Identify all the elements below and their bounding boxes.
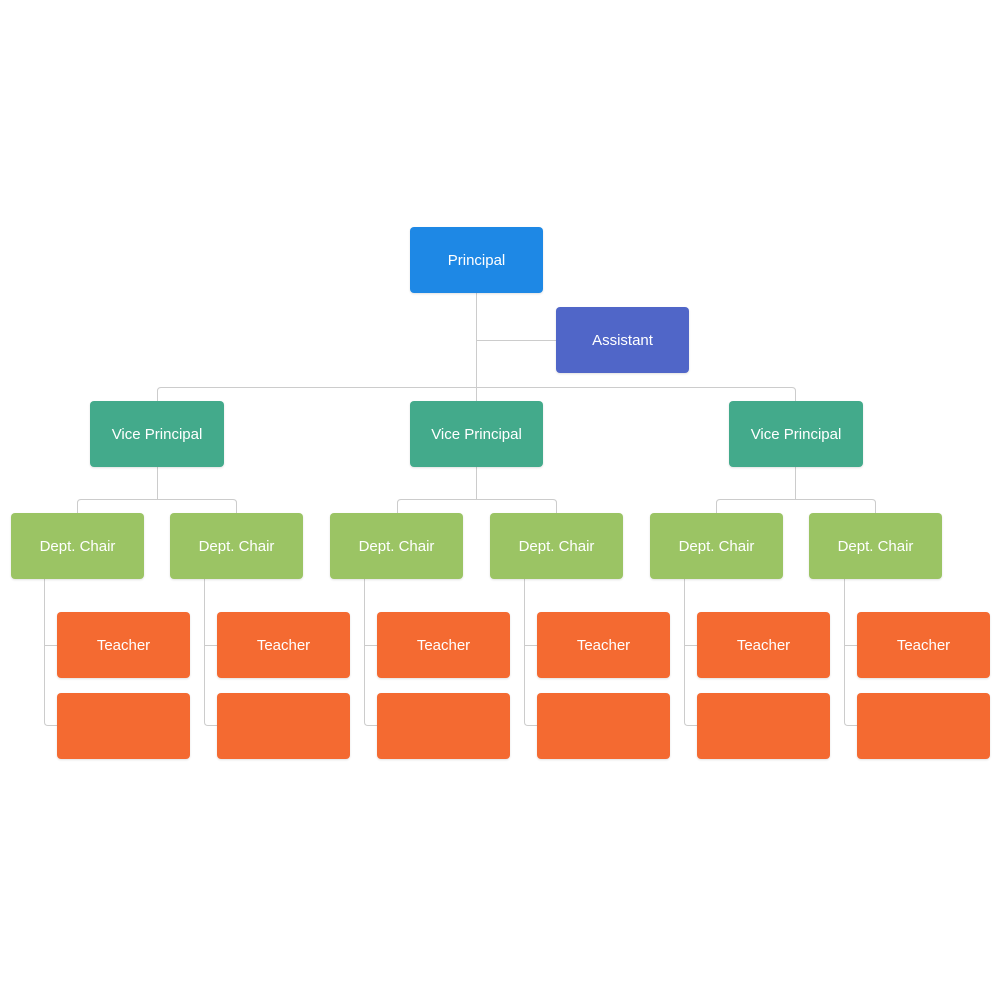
vice-principal-node[interactable]: Vice Principal [90,401,224,467]
dept-chair-label: Dept. Chair [678,537,755,555]
connector-vp2-bus [397,499,557,513]
teacher-label: Teacher [416,636,471,654]
dept-chair-node[interactable]: Dept. Chair [650,513,783,579]
dept-chair-label: Dept. Chair [39,537,116,555]
principal-node[interactable]: Principal [410,227,543,293]
teacher-node-blank[interactable] [697,693,830,759]
dept-chair-label: Dept. Chair [518,537,595,555]
teacher-node[interactable]: Teacher [537,612,670,678]
vice-principal-label: Vice Principal [431,425,522,443]
teacher-node-blank[interactable] [537,693,670,759]
teacher-node[interactable]: Teacher [217,612,350,678]
dept-chair-node[interactable]: Dept. Chair [490,513,623,579]
dept-chair-label: Dept. Chair [837,537,914,555]
dept-chair-label: Dept. Chair [358,537,435,555]
dept-chair-node[interactable]: Dept. Chair [330,513,463,579]
vice-principal-label: Vice Principal [750,425,842,443]
teacher-node[interactable]: Teacher [377,612,510,678]
teacher-node-blank[interactable] [857,693,990,759]
teacher-label: Teacher [736,636,791,654]
teacher-node-blank[interactable] [217,693,350,759]
assistant-label: Assistant [592,331,653,349]
connector-chair6-teachers [844,579,857,726]
dept-chair-label: Dept. Chair [198,537,275,555]
vice-principal-node[interactable]: Vice Principal [729,401,863,467]
teacher-node-blank[interactable] [377,693,510,759]
principal-label: Principal [447,251,506,269]
teacher-label: Teacher [576,636,631,654]
teacher-label: Teacher [896,636,951,654]
assistant-node[interactable]: Assistant [556,307,689,373]
teacher-node-blank[interactable] [57,693,190,759]
dept-chair-node[interactable]: Dept. Chair [11,513,144,579]
dept-chair-node[interactable]: Dept. Chair [170,513,303,579]
dept-chair-node[interactable]: Dept. Chair [809,513,942,579]
teacher-label: Teacher [256,636,311,654]
connector-chair2-teachers [204,579,217,726]
vice-principal-node[interactable]: Vice Principal [410,401,543,467]
teacher-node[interactable]: Teacher [57,612,190,678]
teacher-node[interactable]: Teacher [857,612,990,678]
connector-vp1-bus [77,499,237,513]
teacher-node[interactable]: Teacher [697,612,830,678]
vice-principal-label: Vice Principal [111,425,203,443]
connector-chair5-teachers [684,579,697,726]
connector-chair1-teachers [44,579,57,726]
teacher-label: Teacher [96,636,151,654]
connector-vp3-bus [716,499,876,513]
connector-chair4-teachers [524,579,537,726]
connector-chair3-teachers [364,579,377,726]
